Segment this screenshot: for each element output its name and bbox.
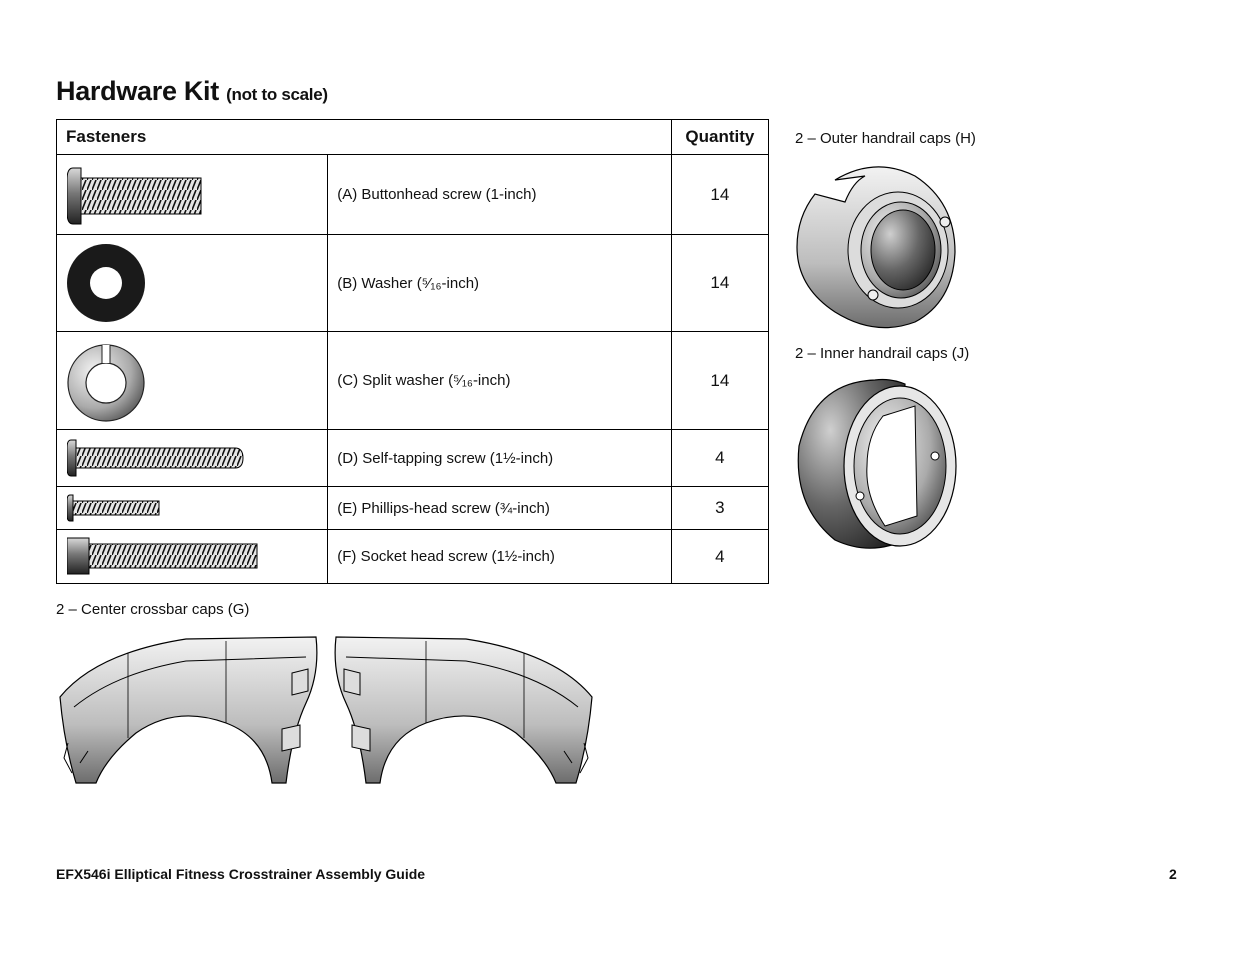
row-e-desc: (E) Phillips-head screw (¾-inch) bbox=[327, 486, 672, 530]
center-crossbar-caps-image bbox=[59, 636, 593, 784]
page-title: Hardware Kit (not to scale) bbox=[56, 76, 328, 107]
footer-page-number: 2 bbox=[1169, 866, 1177, 882]
split-washer-icon bbox=[67, 343, 145, 422]
fasteners-header: Fasteners bbox=[56, 119, 672, 155]
page-title-subtitle: (not to scale) bbox=[226, 85, 328, 104]
row-d-desc: (D) Self-tapping screw (1½-inch) bbox=[327, 429, 672, 487]
row-c-desc: (C) Split washer (⁵⁄₁₆-inch) bbox=[327, 331, 672, 430]
socket-head-screw-icon bbox=[67, 537, 258, 574]
row-f-qty: 4 bbox=[670, 529, 770, 584]
inner-caps-label: 2 – Inner handrail caps (J) bbox=[795, 345, 970, 362]
page-title-main: Hardware Kit bbox=[56, 76, 219, 106]
buttonhead-screw-icon bbox=[67, 167, 202, 224]
outer-caps-label: 2 – Outer handrail caps (H) bbox=[795, 130, 976, 147]
table-row: (E) Phillips-head screw (¾-inch) 3 bbox=[55, 486, 770, 530]
table-row: (A) Buttonhead screw (1-inch) 14 bbox=[55, 154, 770, 235]
row-b-qty: 14 bbox=[670, 234, 770, 332]
table-row: (D) Self-tapping screw (1½-inch) 4 bbox=[55, 429, 770, 487]
table-row: (C) Split washer (⁵⁄₁₆-inch) 14 bbox=[55, 331, 770, 430]
row-f-desc: (F) Socket head screw (1½-inch) bbox=[327, 529, 672, 584]
table-header-row: Fasteners Quantity bbox=[56, 119, 770, 155]
phillips-head-screw-icon bbox=[67, 494, 160, 522]
table-row: (B) Washer (⁵⁄₁₆-inch) 14 bbox=[55, 234, 770, 332]
quantity-header: Quantity bbox=[670, 119, 770, 155]
crossbar-cap-left-icon bbox=[59, 636, 318, 784]
row-c-qty: 14 bbox=[670, 331, 770, 430]
inner-handrail-cap-image bbox=[797, 378, 957, 549]
self-tapping-screw-icon bbox=[67, 439, 244, 477]
row-b-desc: (B) Washer (⁵⁄₁₆-inch) bbox=[327, 234, 672, 332]
crossbar-cap-right-icon bbox=[334, 636, 593, 784]
washer-icon bbox=[67, 244, 145, 322]
center-caps-label: 2 – Center crossbar caps (G) bbox=[56, 601, 250, 618]
footer-guide-title: EFX546i Elliptical Fitness Crosstrainer … bbox=[56, 866, 426, 882]
row-a-qty: 14 bbox=[670, 154, 770, 235]
row-d-qty: 4 bbox=[670, 429, 770, 487]
row-e-qty: 3 bbox=[670, 486, 770, 530]
fasteners-table: Fasteners Quantity (A) Buttonhead screw … bbox=[55, 119, 770, 584]
outer-handrail-cap-image bbox=[796, 166, 956, 329]
row-a-desc: (A) Buttonhead screw (1-inch) bbox=[327, 154, 672, 235]
table-row: (F) Socket head screw (1½-inch) 4 bbox=[55, 529, 770, 584]
